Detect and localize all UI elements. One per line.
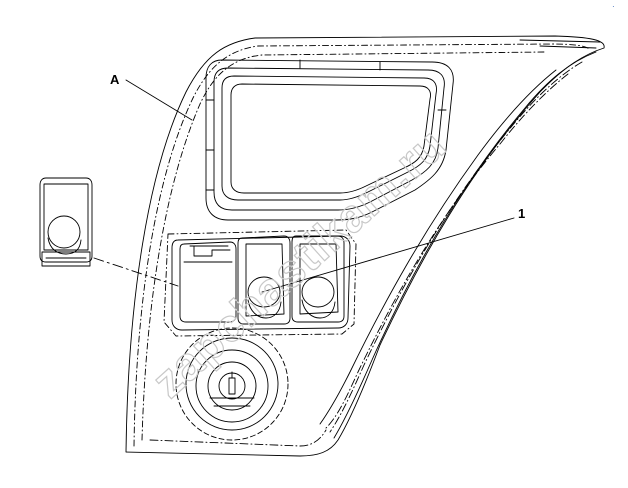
blank-switch-notch: [183, 245, 233, 263]
right-switch-button: [301, 276, 335, 308]
right-switch: [291, 235, 345, 323]
leader-line-a: [125, 79, 193, 121]
leader-line-1: [261, 217, 515, 293]
middle-switch-button-skirt: [247, 299, 282, 319]
middle-switch-button: [247, 276, 281, 308]
blank-switch-cap: [179, 241, 237, 323]
switch-block-housing: [171, 235, 351, 331]
loose-switch-cap: [43, 183, 89, 251]
panel-right-edge-1: [333, 51, 597, 439]
ignition-bezel-inner: [195, 349, 269, 423]
panel-inner-contour: [133, 43, 591, 447]
window-glass-edge: [230, 83, 431, 194]
loose-switch-button-skirt: [47, 237, 82, 255]
loose-switch-body: [39, 177, 93, 263]
window-outer-frame: [205, 59, 454, 221]
corner-mark: ·: [612, 2, 615, 11]
ignition-bezel: [185, 337, 279, 431]
switch-block-housing-inner: [163, 229, 357, 337]
panel-right-edge-3: [325, 73, 569, 429]
label-1: 1: [518, 206, 525, 221]
panel-right-edge-4: [319, 69, 557, 425]
panel-bottom-edge: [149, 429, 327, 447]
right-switch-inner: [299, 243, 339, 315]
ignition-cylinder: [207, 361, 257, 411]
middle-switch: [237, 235, 291, 325]
window-corner-lines: [205, 59, 447, 191]
window-frame-3: [221, 75, 437, 201]
ignition-flats: [209, 397, 255, 407]
panel-top-lip: [519, 39, 601, 49]
panel-outline: [125, 35, 605, 457]
label-a: A: [110, 72, 120, 87]
ignition-key-slot: [228, 371, 236, 395]
right-switch-button-skirt: [301, 299, 336, 319]
loose-switch-button: [47, 215, 81, 249]
assembly-line: [93, 257, 179, 287]
window-frame-2: [213, 67, 445, 211]
middle-switch-inner: [245, 243, 285, 317]
panel-inner-contour-2: [141, 51, 546, 441]
ignition-outer-ring: [175, 327, 289, 441]
panel-right-edge-2: [329, 61, 583, 433]
